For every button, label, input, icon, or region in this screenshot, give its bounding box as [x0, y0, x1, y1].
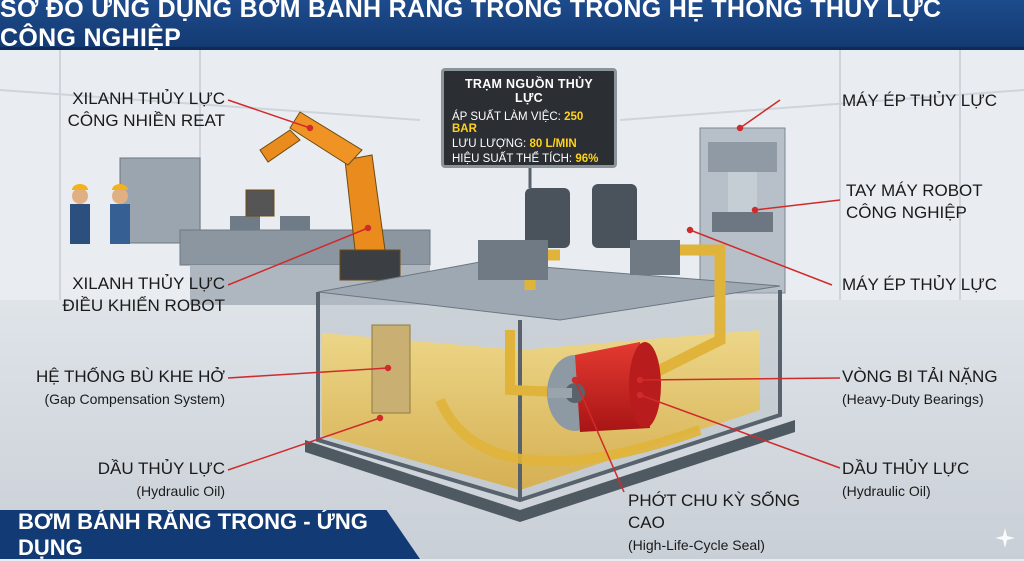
- robot-arm: [245, 111, 401, 281]
- callout-line: DẦU THỦY LỰC: [842, 459, 970, 478]
- callout-subline: (Hydraulic Oil): [842, 483, 931, 499]
- callout-line: ĐIỀU KHIỂN ROBOT: [62, 296, 225, 315]
- callout-oil-left: DẦU THỦY LỰC (Hydraulic Oil): [40, 458, 225, 502]
- sparkle-icon: [995, 528, 1015, 548]
- callout-line: HỆ THỐNG BÙ KHE HỞ: [35, 367, 225, 386]
- callout-line: XILANH THỦY LỰC: [72, 274, 225, 293]
- callout-bearings: VÒNG BI TẢI NẶNG (Heavy-Duty Bearings): [842, 366, 1020, 410]
- workers: [70, 184, 130, 244]
- reservoir-tank: [305, 184, 795, 522]
- footer-banner: BƠM BÁNH RĂNG TRONG - ỨNG DỤNG: [0, 510, 420, 559]
- callout-press-bottom: MÁY ÉP THỦY LỰC: [842, 274, 1017, 296]
- callout-subline: (High-Life-Cycle Seal): [628, 537, 765, 553]
- callout-press-top: MÁY ÉP THỦY LỰC: [842, 90, 1017, 112]
- power-station-panel: TRẠM NGUỒN THỦY LỰC ÁP SUẤT LÀM VIỆC: 25…: [441, 68, 617, 168]
- callout-line: TAY MÁY ROBOT: [846, 181, 983, 200]
- callout-subline: (Gap Compensation System): [44, 391, 225, 407]
- flow-label: LƯU LƯỢNG:: [452, 138, 527, 150]
- callout-line: PHỚT CHU KỲ SỐNG CAO: [628, 491, 801, 532]
- station-title: TRẠM NGUỒN THỦY LỰC: [464, 77, 594, 105]
- callout-line: CÔNG NGHIỆP: [846, 203, 967, 222]
- pressure-label: ÁP SUẤT LÀM VIỆC:: [452, 111, 561, 123]
- hydraulic-press: [699, 127, 786, 294]
- flow-value: 80 L/MIN: [529, 138, 577, 150]
- callout-subline: (Heavy-Duty Bearings): [842, 391, 984, 407]
- callout-line: XILANH THỦY LỰC: [72, 89, 225, 108]
- callout-cylinder-robot: XILANH THỦY LỰC ĐIỀU KHIỂN ROBOT: [40, 273, 225, 317]
- callout-oil-right: DẦU THỦY LỰC (Hydraulic Oil): [842, 458, 1017, 502]
- callout-line: MÁY ÉP THỦY LỰC: [842, 275, 997, 294]
- efficiency-value: 96%: [575, 153, 599, 165]
- callout-line: MÁY ÉP THỦY LỰC: [842, 91, 997, 110]
- callout-line: VÒNG BI TẢI NẶNG: [842, 367, 998, 386]
- pressure-value: 250 BAR: [452, 111, 584, 135]
- callout-cylinder-reat: XILANH THỦY LỰC CÔNG NHIỀN REAT: [40, 88, 225, 132]
- callout-line: CÔNG NHIỀN REAT: [67, 111, 225, 130]
- station-row-pressure: ÁP SUẤT LÀM VIỆC: 250 BAR: [452, 111, 606, 135]
- station-row-efficiency: HIỆU SUẤT THỂ TÍCH: 96%: [452, 153, 606, 165]
- callout-robot-arm: TAY MÁY ROBOT CÔNG NGHIỆP: [846, 180, 1016, 224]
- callout-line: DẦU THỦY LỰC: [97, 459, 225, 478]
- callout-subline: (Hydraulic Oil): [136, 483, 225, 499]
- efficiency-label: HIỆU SUẤT THỂ TÍCH:: [452, 153, 573, 165]
- station-row-flow: LƯU LƯỢNG: 80 L/MIN: [452, 138, 606, 150]
- callout-seal: PHỚT CHU KỲ SỐNG CAO (High-Life-Cycle Se…: [628, 490, 828, 556]
- leader-lines: [227, 99, 841, 493]
- page-title: SƠ ĐỒ ỨNG DỤNG BƠM BÁNH RĂNG TRONG TRONG…: [0, 0, 1024, 52]
- callout-gap-compensation: HỆ THỐNG BÙ KHE HỞ (Gap Compensation Sys…: [10, 366, 225, 410]
